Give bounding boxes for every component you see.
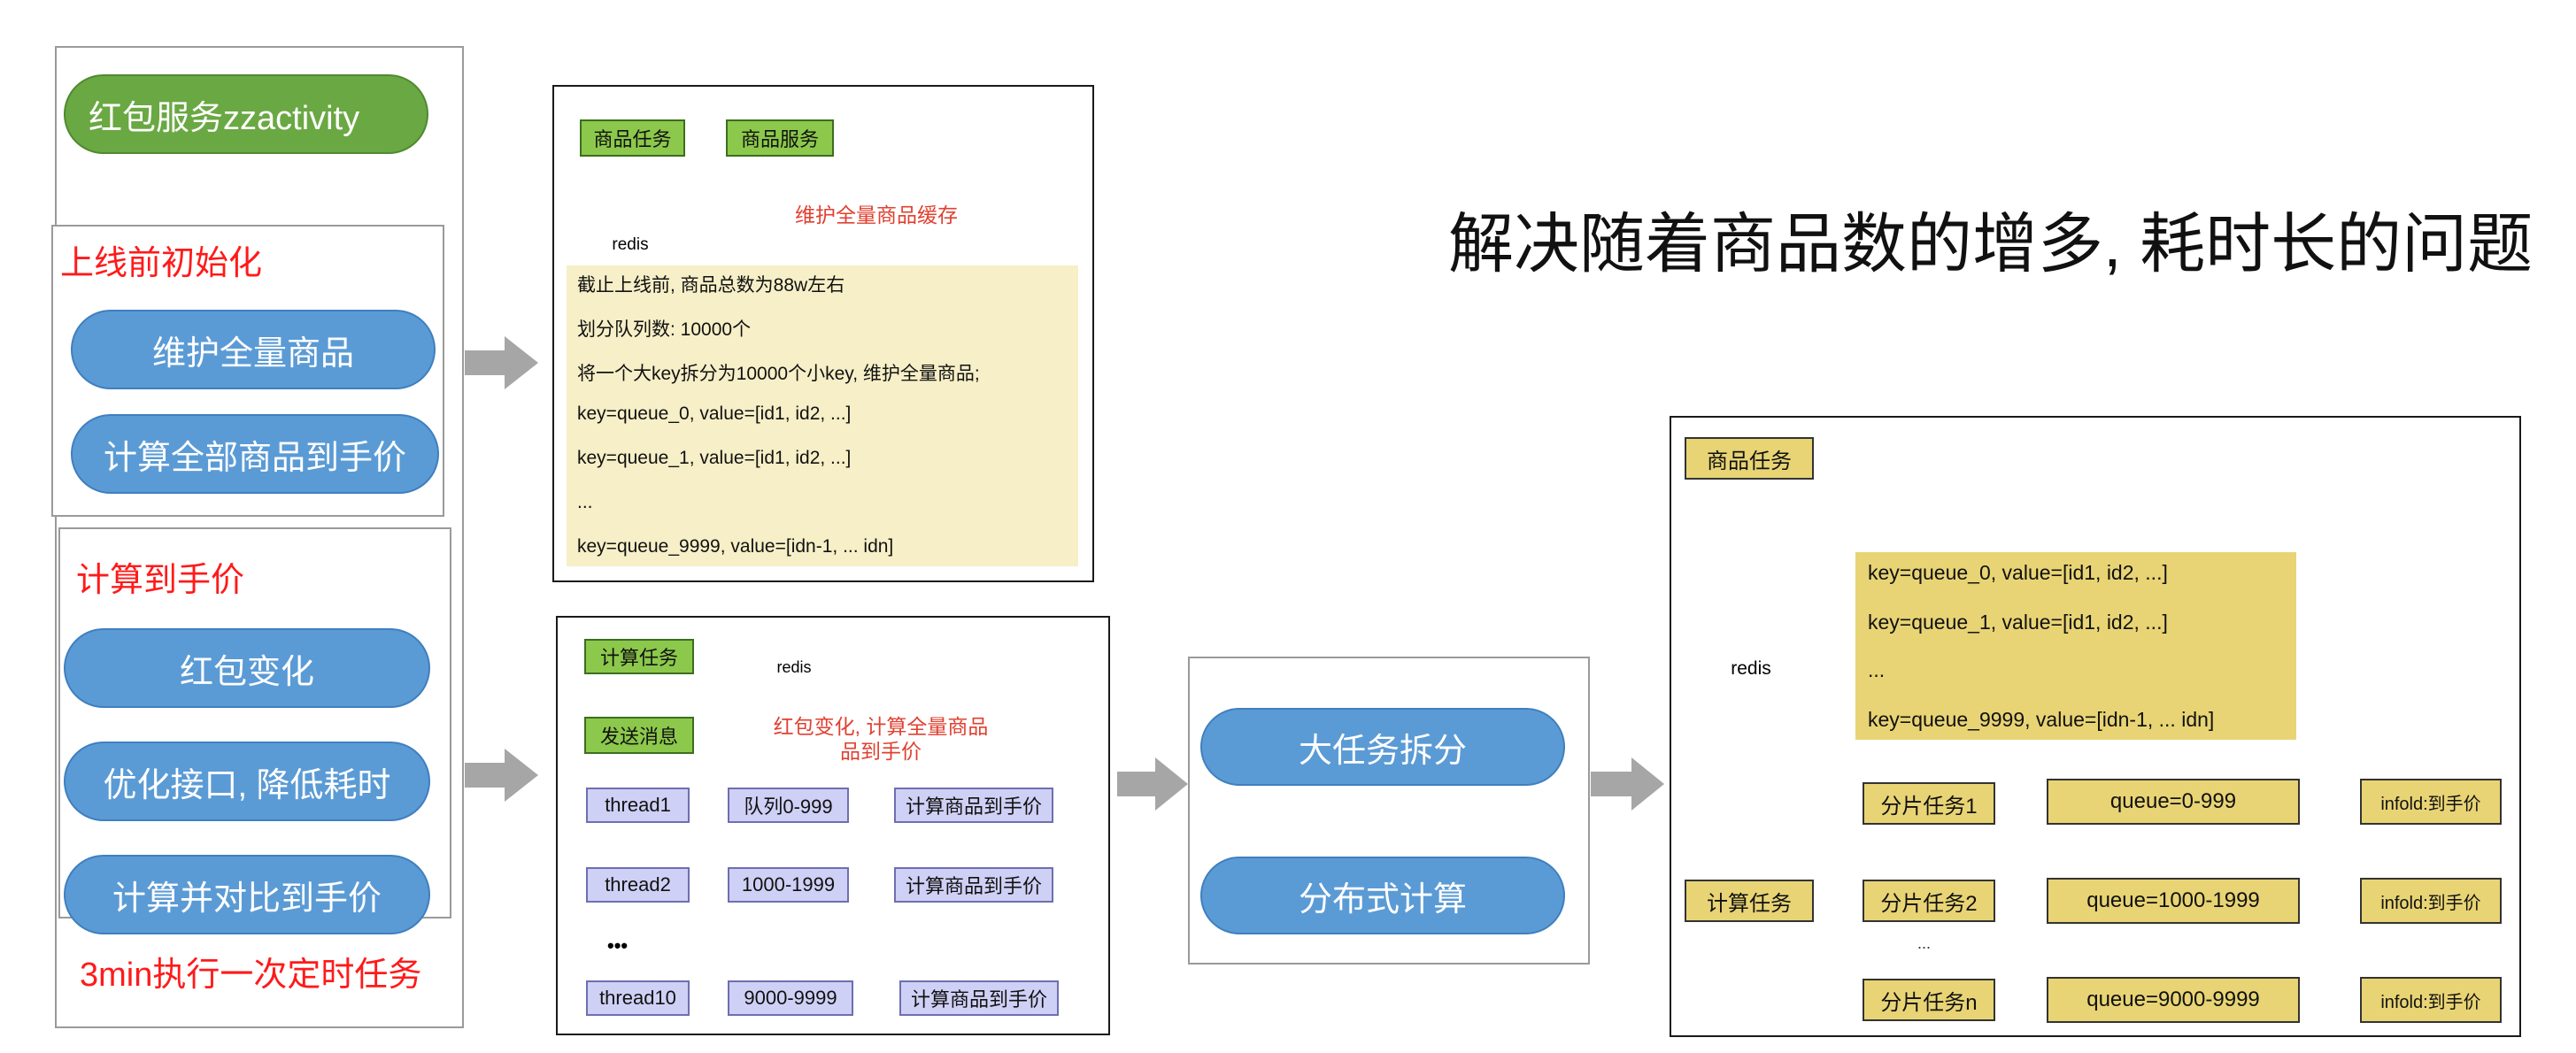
- queue-box: 1000-1999: [728, 867, 849, 903]
- shard-queue-box: queue=1000-1999: [2047, 878, 2300, 924]
- strategy-item-1: 分布式计算: [1200, 857, 1565, 934]
- big-arrow-2: [465, 749, 538, 802]
- action-box: 计算商品到手价: [899, 980, 1059, 1016]
- calc-task-box: 计算任务: [584, 639, 694, 674]
- compute-panel: [556, 616, 1110, 1035]
- calc-item-1: 优化接口, 降低耗时: [64, 742, 430, 821]
- init-item-1: 计算全部商品到手价: [71, 414, 439, 494]
- redis-label: redis: [612, 235, 649, 254]
- shard-target-box: infold:到手价: [2360, 878, 2502, 924]
- shard-target-box: infold:到手价: [2360, 779, 2502, 825]
- action-box: 计算商品到手价: [894, 788, 1053, 823]
- big-arrow-3: [1117, 757, 1188, 811]
- init-section-title: 上线前初始化: [60, 245, 263, 282]
- product-task-box: 商品任务: [580, 119, 685, 157]
- action-box: 计算商品到手价: [894, 867, 1053, 903]
- service-pill: 红包服务zzactivity: [64, 74, 428, 154]
- init-item-0: 维护全量商品: [71, 310, 436, 389]
- thread-box: thread1: [586, 788, 690, 823]
- queue-box: 队列0-999: [728, 788, 849, 823]
- note-line: key=queue_1, value=[id1, id2, ...]: [1868, 611, 2168, 634]
- thread-box: thread10: [586, 980, 690, 1016]
- rows-ellipsis: •••: [607, 934, 629, 957]
- note-line: key=queue_0, value=[id1, id2, ...]: [1868, 561, 2168, 584]
- calc-item-0: 红包变化: [64, 628, 430, 708]
- note-line: key=queue_0, value=[id1, id2, ...]: [577, 404, 852, 424]
- shard-box: 分片任务1: [1863, 782, 1995, 825]
- strategy-item-0: 大任务拆分: [1200, 708, 1565, 786]
- cache-caption: 维护全量商品缓存: [795, 204, 958, 227]
- compute-caption-1: 红包变化, 计算全量商品: [773, 715, 989, 738]
- thread-box: thread2: [586, 867, 690, 903]
- flow-arrows: [465, 336, 1664, 811]
- calc-section-footer: 3min执行一次定时任务: [80, 957, 422, 994]
- calc-item-2: 计算并对比到手价: [64, 855, 430, 934]
- note-line: 截止上线前, 商品总数为88w左右: [577, 275, 845, 296]
- note-line: 划分队列数: 10000个: [577, 319, 752, 340]
- note-line: ...: [1868, 658, 1886, 681]
- shard-queue-box: queue=0-999: [2047, 779, 2300, 825]
- note-line: ...: [577, 492, 593, 512]
- shard-target-box: infold:到手价: [2360, 977, 2502, 1023]
- calc-task-box: 计算任务: [1685, 880, 1814, 922]
- redis-label: redis: [1731, 658, 1771, 679]
- shard-box: 分片任务n: [1863, 979, 1995, 1021]
- calc-section: [58, 527, 451, 918]
- cache-notes: 截止上线前, 商品总数为88w左右 划分队列数: 10000个 将一个大key拆…: [567, 265, 1078, 566]
- calc-section-title: 计算到手价: [76, 562, 245, 599]
- note-line: 将一个大key拆分为10000个小key, 维护全量商品;: [577, 364, 980, 384]
- product-task-box: 商品任务: [1685, 437, 1814, 480]
- headline: 解决随着商品数的增多, 耗时长的问题: [1448, 207, 2534, 281]
- compute-caption-2: 品到手价: [840, 740, 922, 763]
- send-message-box: 发送消息: [584, 717, 694, 754]
- shard-queue-box: queue=9000-9999: [2047, 977, 2300, 1023]
- queue-box: 9000-9999: [728, 980, 853, 1016]
- shard-box: 分片任务2: [1863, 880, 1995, 922]
- queue-notes: key=queue_0, value=[id1, id2, ...] key=q…: [1855, 552, 2296, 740]
- shards-ellipsis: ...: [1917, 934, 1932, 952]
- product-service-box: 商品服务: [726, 119, 834, 157]
- note-line: key=queue_9999, value=[idn-1, ... idn]: [577, 536, 894, 557]
- note-line: key=queue_1, value=[id1, id2, ...]: [577, 448, 852, 468]
- note-line: key=queue_9999, value=[idn-1, ... idn]: [1868, 708, 2215, 731]
- big-arrow-1: [465, 336, 538, 389]
- big-arrow-4: [1591, 757, 1664, 811]
- redis-label: redis: [776, 658, 812, 676]
